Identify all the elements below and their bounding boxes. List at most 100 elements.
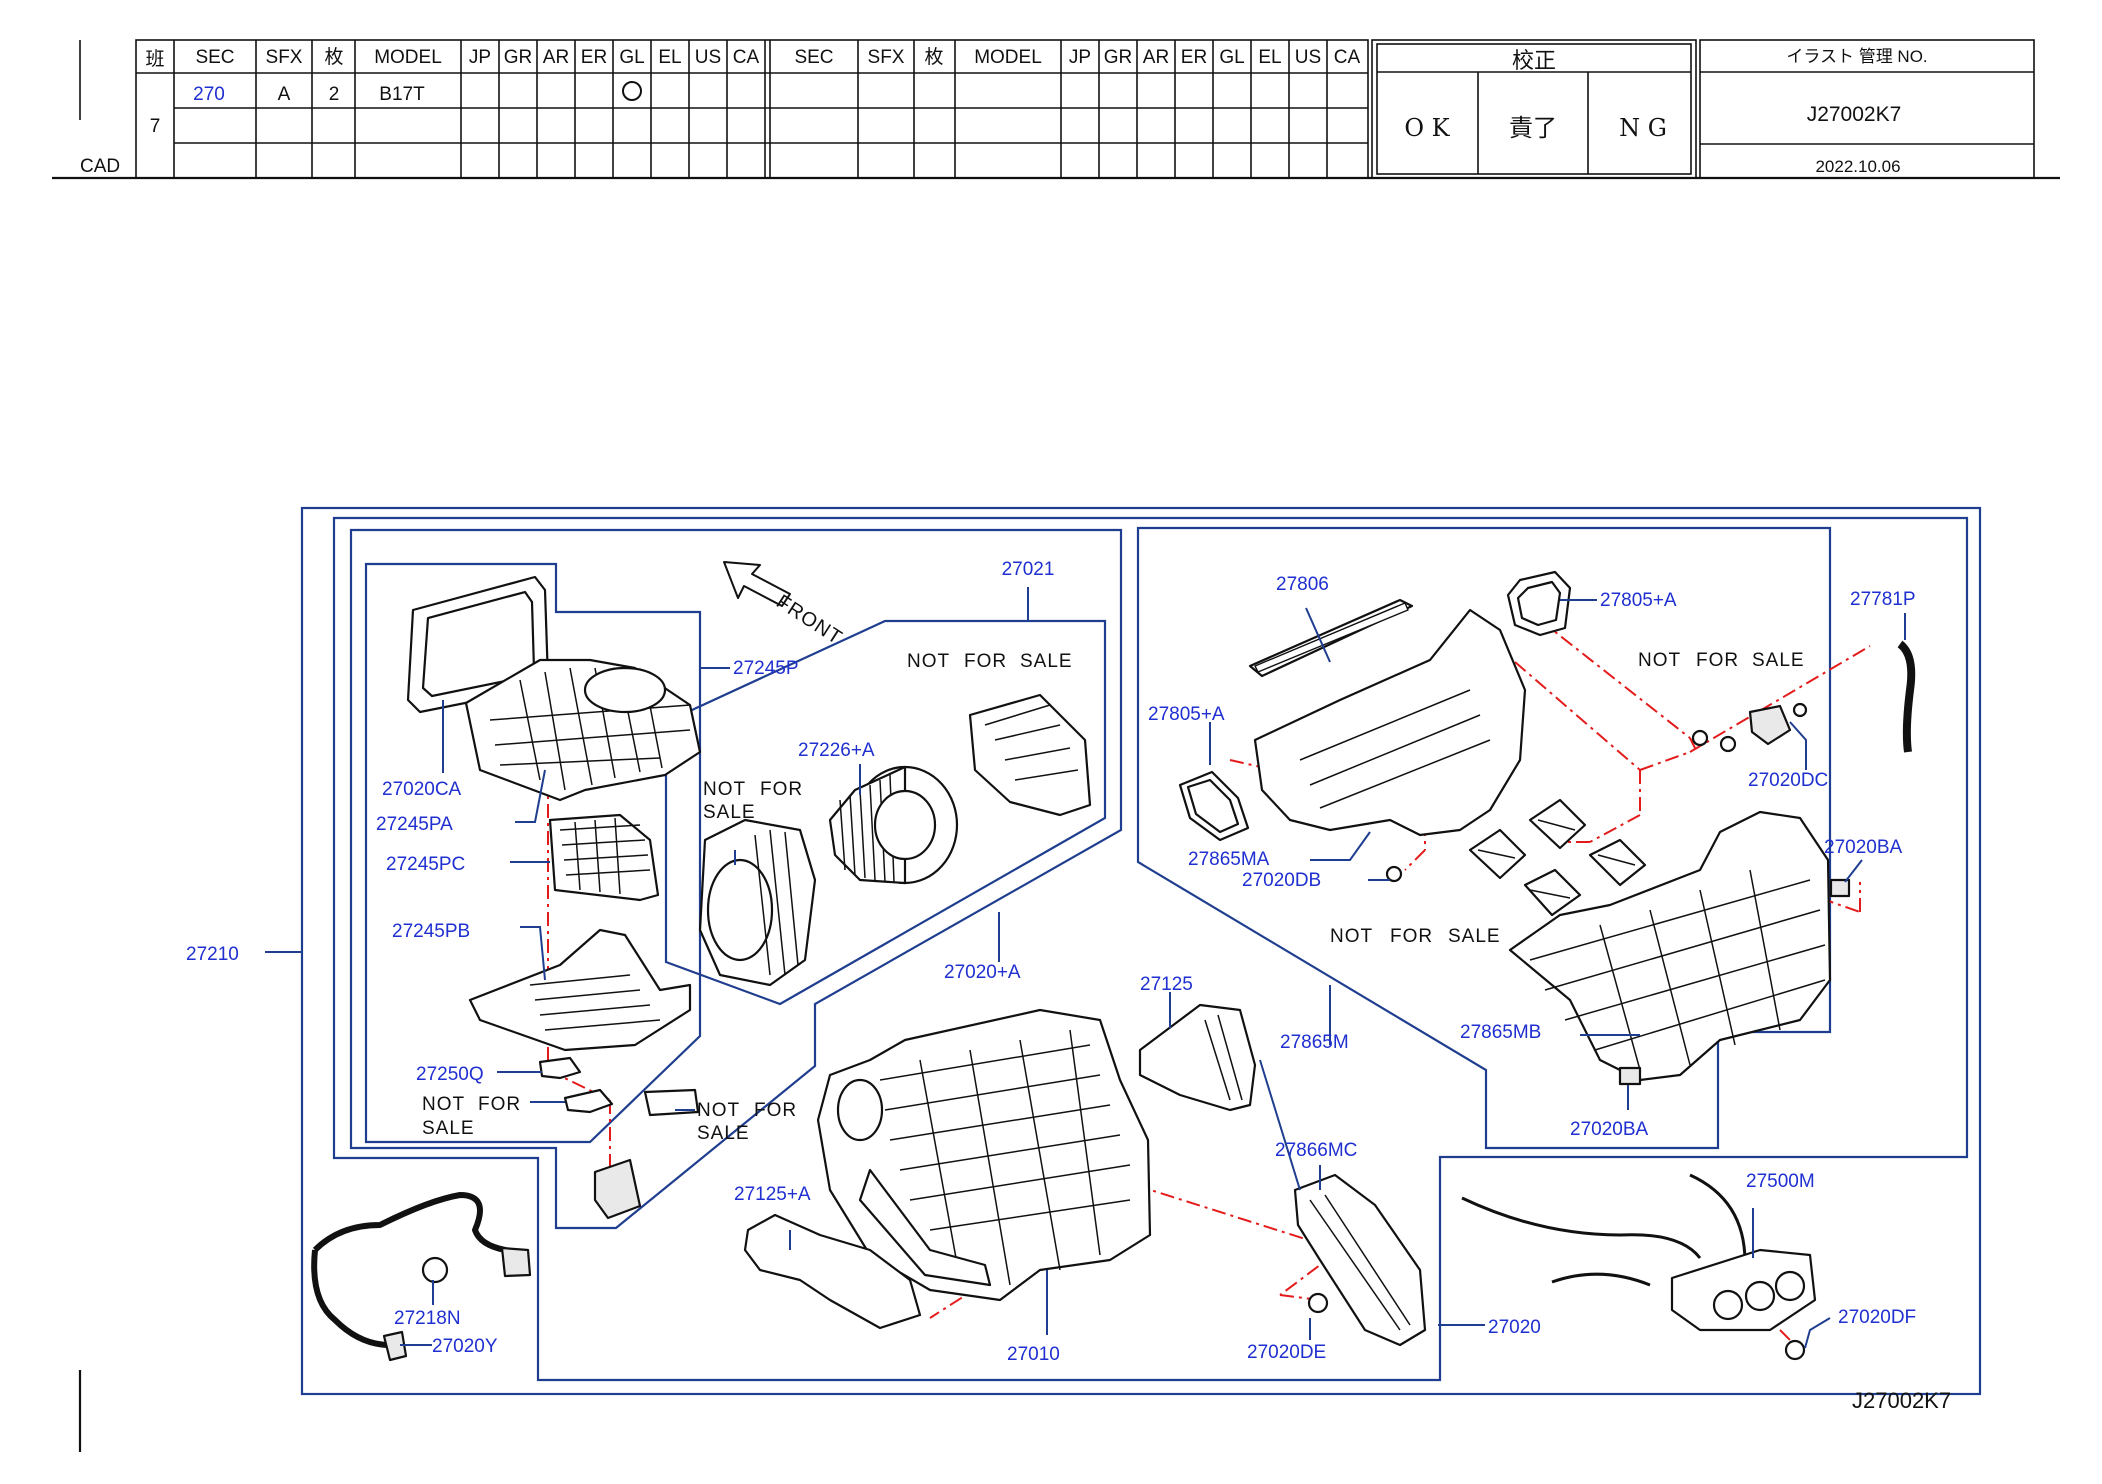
label-27245PA: 27245PA bbox=[376, 814, 453, 835]
label-27020BA-bottom: 27020BA bbox=[1570, 1119, 1649, 1140]
duct-27125 bbox=[1138, 1003, 1257, 1112]
leader-lines bbox=[265, 587, 1906, 1349]
group-frames bbox=[300, 506, 1982, 1396]
duct-27866MC bbox=[1293, 1173, 1427, 1347]
nfs-filter-clip: NOT FOR SALE bbox=[422, 1094, 520, 1139]
header-left: SEC SFX 枚 MODEL JP GR AR ER GL EL US CA bbox=[195, 46, 759, 68]
label-27245PB: 27245PB bbox=[392, 921, 470, 942]
svg-text:FOR: FOR bbox=[754, 1100, 797, 1121]
col-er-2: ER bbox=[1181, 47, 1207, 68]
svg-text:SALE: SALE bbox=[1752, 650, 1805, 671]
nfs-blower-case: NOT FOR SALE bbox=[703, 779, 803, 823]
col-sec: SEC bbox=[195, 47, 234, 68]
label-27020: 27020 bbox=[1488, 1317, 1541, 1338]
label-27021: 27021 bbox=[1002, 559, 1055, 580]
col-el: EL bbox=[658, 47, 681, 68]
svg-text:NOT: NOT bbox=[1638, 650, 1681, 671]
label-27500M: 27500M bbox=[1746, 1171, 1815, 1192]
title-block: CAD 班 7 SEC SFX bbox=[52, 39, 2060, 180]
col-gl: GL bbox=[619, 47, 644, 68]
label-27865MB: 27865MB bbox=[1460, 1022, 1541, 1043]
label-27250Q: 27250Q bbox=[416, 1064, 484, 1085]
screws-clips bbox=[1307, 702, 1851, 1361]
svg-text:FOR: FOR bbox=[964, 651, 1007, 672]
svg-text:FOR: FOR bbox=[1390, 926, 1433, 947]
row-sheets-value: 2 bbox=[329, 84, 340, 105]
row-model-value: B17T bbox=[379, 84, 425, 105]
svg-text:FOR: FOR bbox=[760, 779, 803, 800]
label-27805A-left: 27805+A bbox=[1148, 704, 1225, 725]
han-value: 7 bbox=[150, 116, 161, 137]
col-sfx-2: SFX bbox=[868, 47, 905, 68]
label-27806: 27806 bbox=[1276, 574, 1329, 595]
illust-label: イラスト 管理 NO. bbox=[1786, 47, 1927, 66]
filter-case-27245P bbox=[464, 658, 702, 802]
label-27210: 27210 bbox=[186, 944, 239, 965]
nfs-clip-right: NOT FOR SALE bbox=[697, 1100, 797, 1144]
label-27020DF: 27020DF bbox=[1838, 1307, 1916, 1328]
gl-mark-circle-icon bbox=[622, 81, 642, 101]
label-27865MA: 27865MA bbox=[1188, 849, 1270, 870]
clip-27250Q bbox=[538, 1056, 700, 1220]
front-label: FRONT bbox=[772, 591, 846, 650]
label-27020DC: 27020DC bbox=[1748, 770, 1828, 791]
label-27020CA: 27020CA bbox=[382, 779, 462, 800]
svg-text:SALE: SALE bbox=[422, 1118, 475, 1139]
drawing-number: J27002K7 bbox=[1852, 1388, 1951, 1413]
col-sec-2: SEC bbox=[794, 47, 833, 68]
hose-27781P bbox=[1897, 640, 1916, 753]
label-27245P: 27245P bbox=[733, 658, 799, 679]
col-sheets-2: 枚 bbox=[924, 46, 943, 68]
col-model-2: MODEL bbox=[974, 47, 1042, 68]
svg-text:NOT: NOT bbox=[907, 651, 950, 672]
svg-text:SALE: SALE bbox=[1448, 926, 1501, 947]
label-27020A: 27020+A bbox=[944, 962, 1021, 983]
blower-fan-27226A bbox=[828, 765, 959, 885]
col-jp-2: JP bbox=[1069, 47, 1091, 68]
heater-unit-27010 bbox=[816, 1008, 1152, 1302]
col-el-2: EL bbox=[1258, 47, 1281, 68]
svg-text:SALE: SALE bbox=[703, 802, 756, 823]
check-box: 校正 O K 責了 N G bbox=[1371, 39, 1697, 179]
harness-27218N bbox=[311, 1192, 532, 1362]
nfs-screw-set: NOT FOR SALE bbox=[1638, 650, 1805, 671]
row-sfx-value: A bbox=[278, 84, 291, 105]
svg-text:NOT: NOT bbox=[1330, 926, 1373, 947]
duct-27125A bbox=[743, 1213, 922, 1330]
col-ca: CA bbox=[733, 47, 760, 68]
cad-label: CAD bbox=[80, 156, 120, 177]
label-27125: 27125 bbox=[1140, 974, 1193, 995]
illust-number-box: イラスト 管理 NO. J27002K7 2022.10.06 bbox=[1699, 39, 2035, 179]
col-gr: GR bbox=[504, 47, 533, 68]
check-title: 校正 bbox=[1512, 49, 1556, 74]
label-27865M: 27865M bbox=[1280, 1032, 1349, 1053]
check-ng: N G bbox=[1619, 114, 1667, 142]
col-gl-2: GL bbox=[1219, 47, 1244, 68]
svg-text:NOT: NOT bbox=[697, 1100, 740, 1121]
label-27866MC: 27866MC bbox=[1275, 1140, 1357, 1161]
check-done: 責了 bbox=[1509, 114, 1557, 142]
row-sec-value: 270 bbox=[193, 84, 225, 105]
col-gr-2: GR bbox=[1104, 47, 1133, 68]
label-27218N: 27218N bbox=[394, 1308, 461, 1329]
pad-27806 bbox=[1248, 598, 1414, 678]
label-27010: 27010 bbox=[1007, 1344, 1060, 1365]
han-header: 班 bbox=[145, 48, 164, 70]
case-27865MB bbox=[1508, 810, 1832, 1082]
label-27020Y: 27020Y bbox=[432, 1336, 498, 1357]
door-set bbox=[1468, 798, 1647, 917]
label-27781P: 27781P bbox=[1850, 589, 1916, 610]
col-ar: AR bbox=[543, 47, 569, 68]
case-27865MA bbox=[1253, 608, 1527, 837]
label-27805A-top: 27805+A bbox=[1600, 590, 1677, 611]
blower-case-left bbox=[698, 818, 817, 987]
label-27125A: 27125+A bbox=[734, 1184, 811, 1205]
col-ca-2: CA bbox=[1334, 47, 1361, 68]
col-sheets: 枚 bbox=[324, 46, 343, 68]
part-labels: 27021 27245P 27020CA 27245PA 27245PC 272… bbox=[186, 559, 1916, 1365]
label-27020DB: 27020DB bbox=[1242, 870, 1321, 891]
label-27245PC: 27245PC bbox=[386, 854, 465, 875]
label-27020DE: 27020DE bbox=[1247, 1342, 1326, 1363]
nfs-doors: NOT FOR SALE bbox=[1330, 926, 1501, 947]
